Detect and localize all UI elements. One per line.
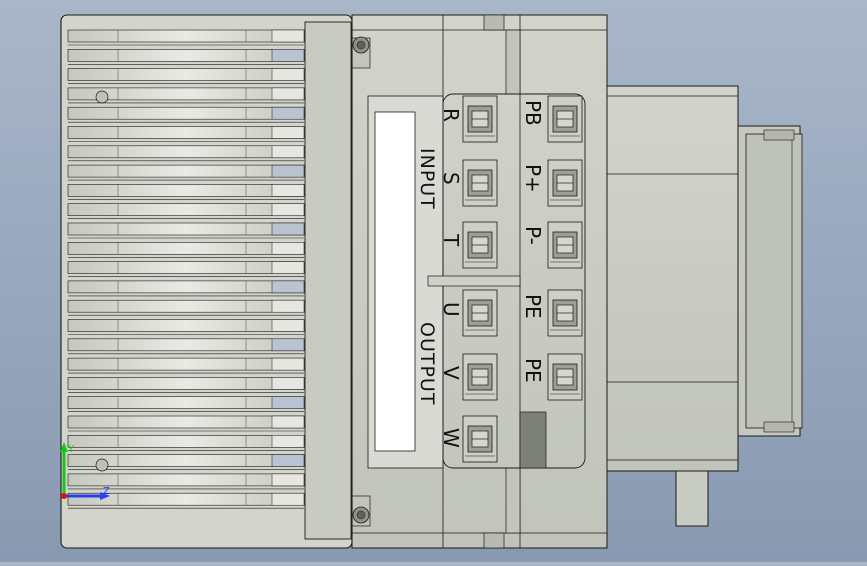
- heatsink-fin: [67, 434, 305, 451]
- heatsink-fin: [67, 29, 305, 46]
- heatsink-fin: [67, 377, 305, 393]
- side-connector-housing: [606, 85, 803, 527]
- x-axis-dot: [61, 493, 67, 499]
- terminal-label-left-4: V: [439, 366, 463, 380]
- heatsink-fin: [67, 280, 305, 297]
- terminal-label-right-3: PE: [521, 294, 545, 319]
- terminal-label-right-2: P-: [521, 226, 545, 245]
- terminal-screw-left-5: [462, 415, 498, 463]
- terminal-label-right-0: PB: [521, 100, 545, 126]
- heatsink-fin: [67, 415, 305, 432]
- terminal-screws: R S T U V W PB P+ P- PE PE: [439, 95, 583, 463]
- heatsink-fin: [67, 87, 305, 104]
- input-label: INPUT: [416, 148, 438, 210]
- axis-triad: Y Z: [60, 442, 110, 500]
- terminal-screw-left-3: [462, 289, 498, 337]
- heatsink-fin: [67, 184, 305, 200]
- terminal-screw-left-4: [462, 353, 498, 401]
- heatsink-fin: [67, 319, 305, 335]
- heatsink-fin: [67, 261, 305, 277]
- terminal-label-right-4: PE: [521, 358, 545, 383]
- z-axis-label: Z: [103, 486, 110, 497]
- heatsink-fin: [67, 106, 305, 123]
- heatsink-fin: [67, 357, 305, 374]
- terminal-screw-right-1: [547, 159, 583, 207]
- terminal-label-left-0: R: [439, 108, 463, 122]
- terminal-screw-left-1: [462, 159, 498, 207]
- heatsink-fin: [67, 222, 305, 239]
- terminal-label-left-1: S: [439, 172, 463, 185]
- mounting-screw-bottom: [95, 458, 109, 472]
- heatsink-fin: [67, 48, 305, 65]
- heatsink-fin: [67, 164, 305, 181]
- output-label: OUTPUT: [416, 322, 438, 405]
- heatsink-fins: [67, 29, 305, 509]
- terminal-label-left-3: U: [439, 302, 463, 317]
- heatsink-fin: [67, 145, 305, 162]
- heatsink-fin: [67, 396, 305, 413]
- heatsink-fin: [67, 126, 305, 142]
- heatsink-fin: [67, 473, 305, 490]
- terminal-label-left-5: W: [439, 428, 463, 448]
- terminal-block-body: [351, 14, 608, 549]
- heatsink-fin: [67, 454, 305, 470]
- terminal-screw-left-0: [462, 95, 498, 143]
- heatsink-fin: [67, 492, 305, 509]
- label-plate: [374, 111, 416, 452]
- terminal-screw-right-4: [547, 353, 583, 401]
- mounting-screw-top: [95, 90, 109, 104]
- heatsink-fin: [67, 68, 305, 84]
- y-axis-label: Y: [67, 444, 75, 455]
- heatsink: [60, 14, 353, 549]
- terminal-screw-left-2: [462, 221, 498, 269]
- terminal-label-left-2: T: [439, 233, 463, 247]
- heatsink-fin: [67, 338, 305, 355]
- terminal-screw-right-3: [547, 289, 583, 337]
- terminal-screw-right-0: [547, 95, 583, 143]
- heatsink-fin: [67, 299, 305, 316]
- heatsink-fin: [67, 242, 305, 258]
- heatsink-fin: [67, 203, 305, 219]
- terminal-screw-right-2: [547, 221, 583, 269]
- terminal-label-right-1: P+: [521, 164, 545, 193]
